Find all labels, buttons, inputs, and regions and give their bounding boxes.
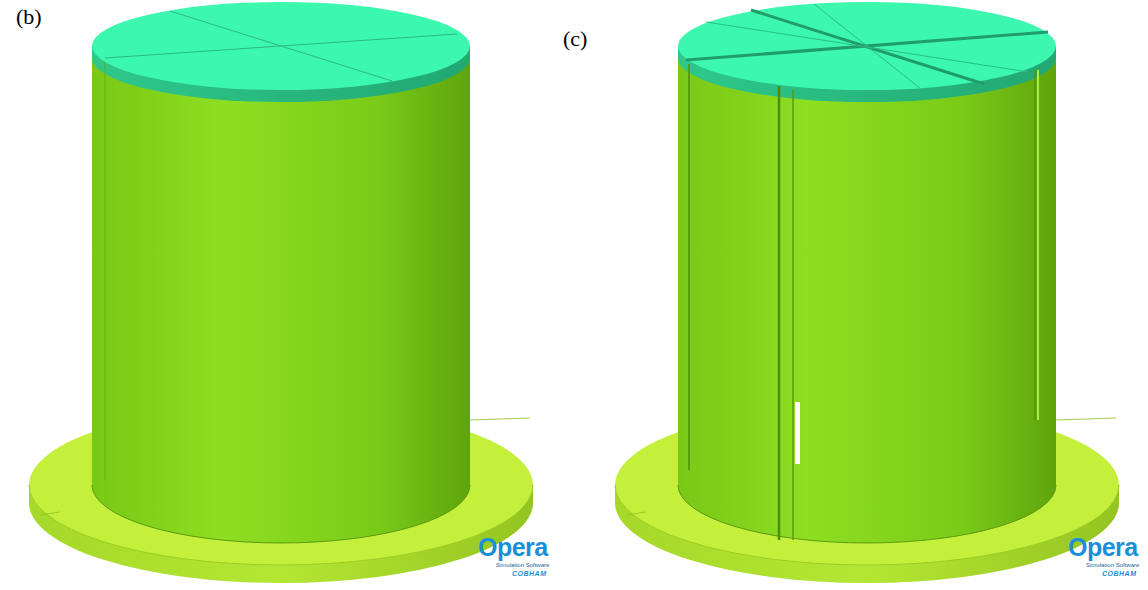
logo-company: COBHAM	[512, 570, 547, 577]
logo-tagline: Simulation Software	[496, 562, 549, 568]
logo-company: COBHAM	[1102, 570, 1137, 577]
logo-tagline: Simulation Software	[1086, 562, 1139, 568]
panel-label: (b)	[16, 4, 42, 30]
software-logo: Opera	[478, 533, 548, 562]
software-logo: Opera	[1068, 533, 1138, 562]
slotted-cylinder	[615, 2, 1119, 583]
panel-label: (c)	[563, 26, 587, 52]
solid-cylinder	[29, 2, 533, 583]
